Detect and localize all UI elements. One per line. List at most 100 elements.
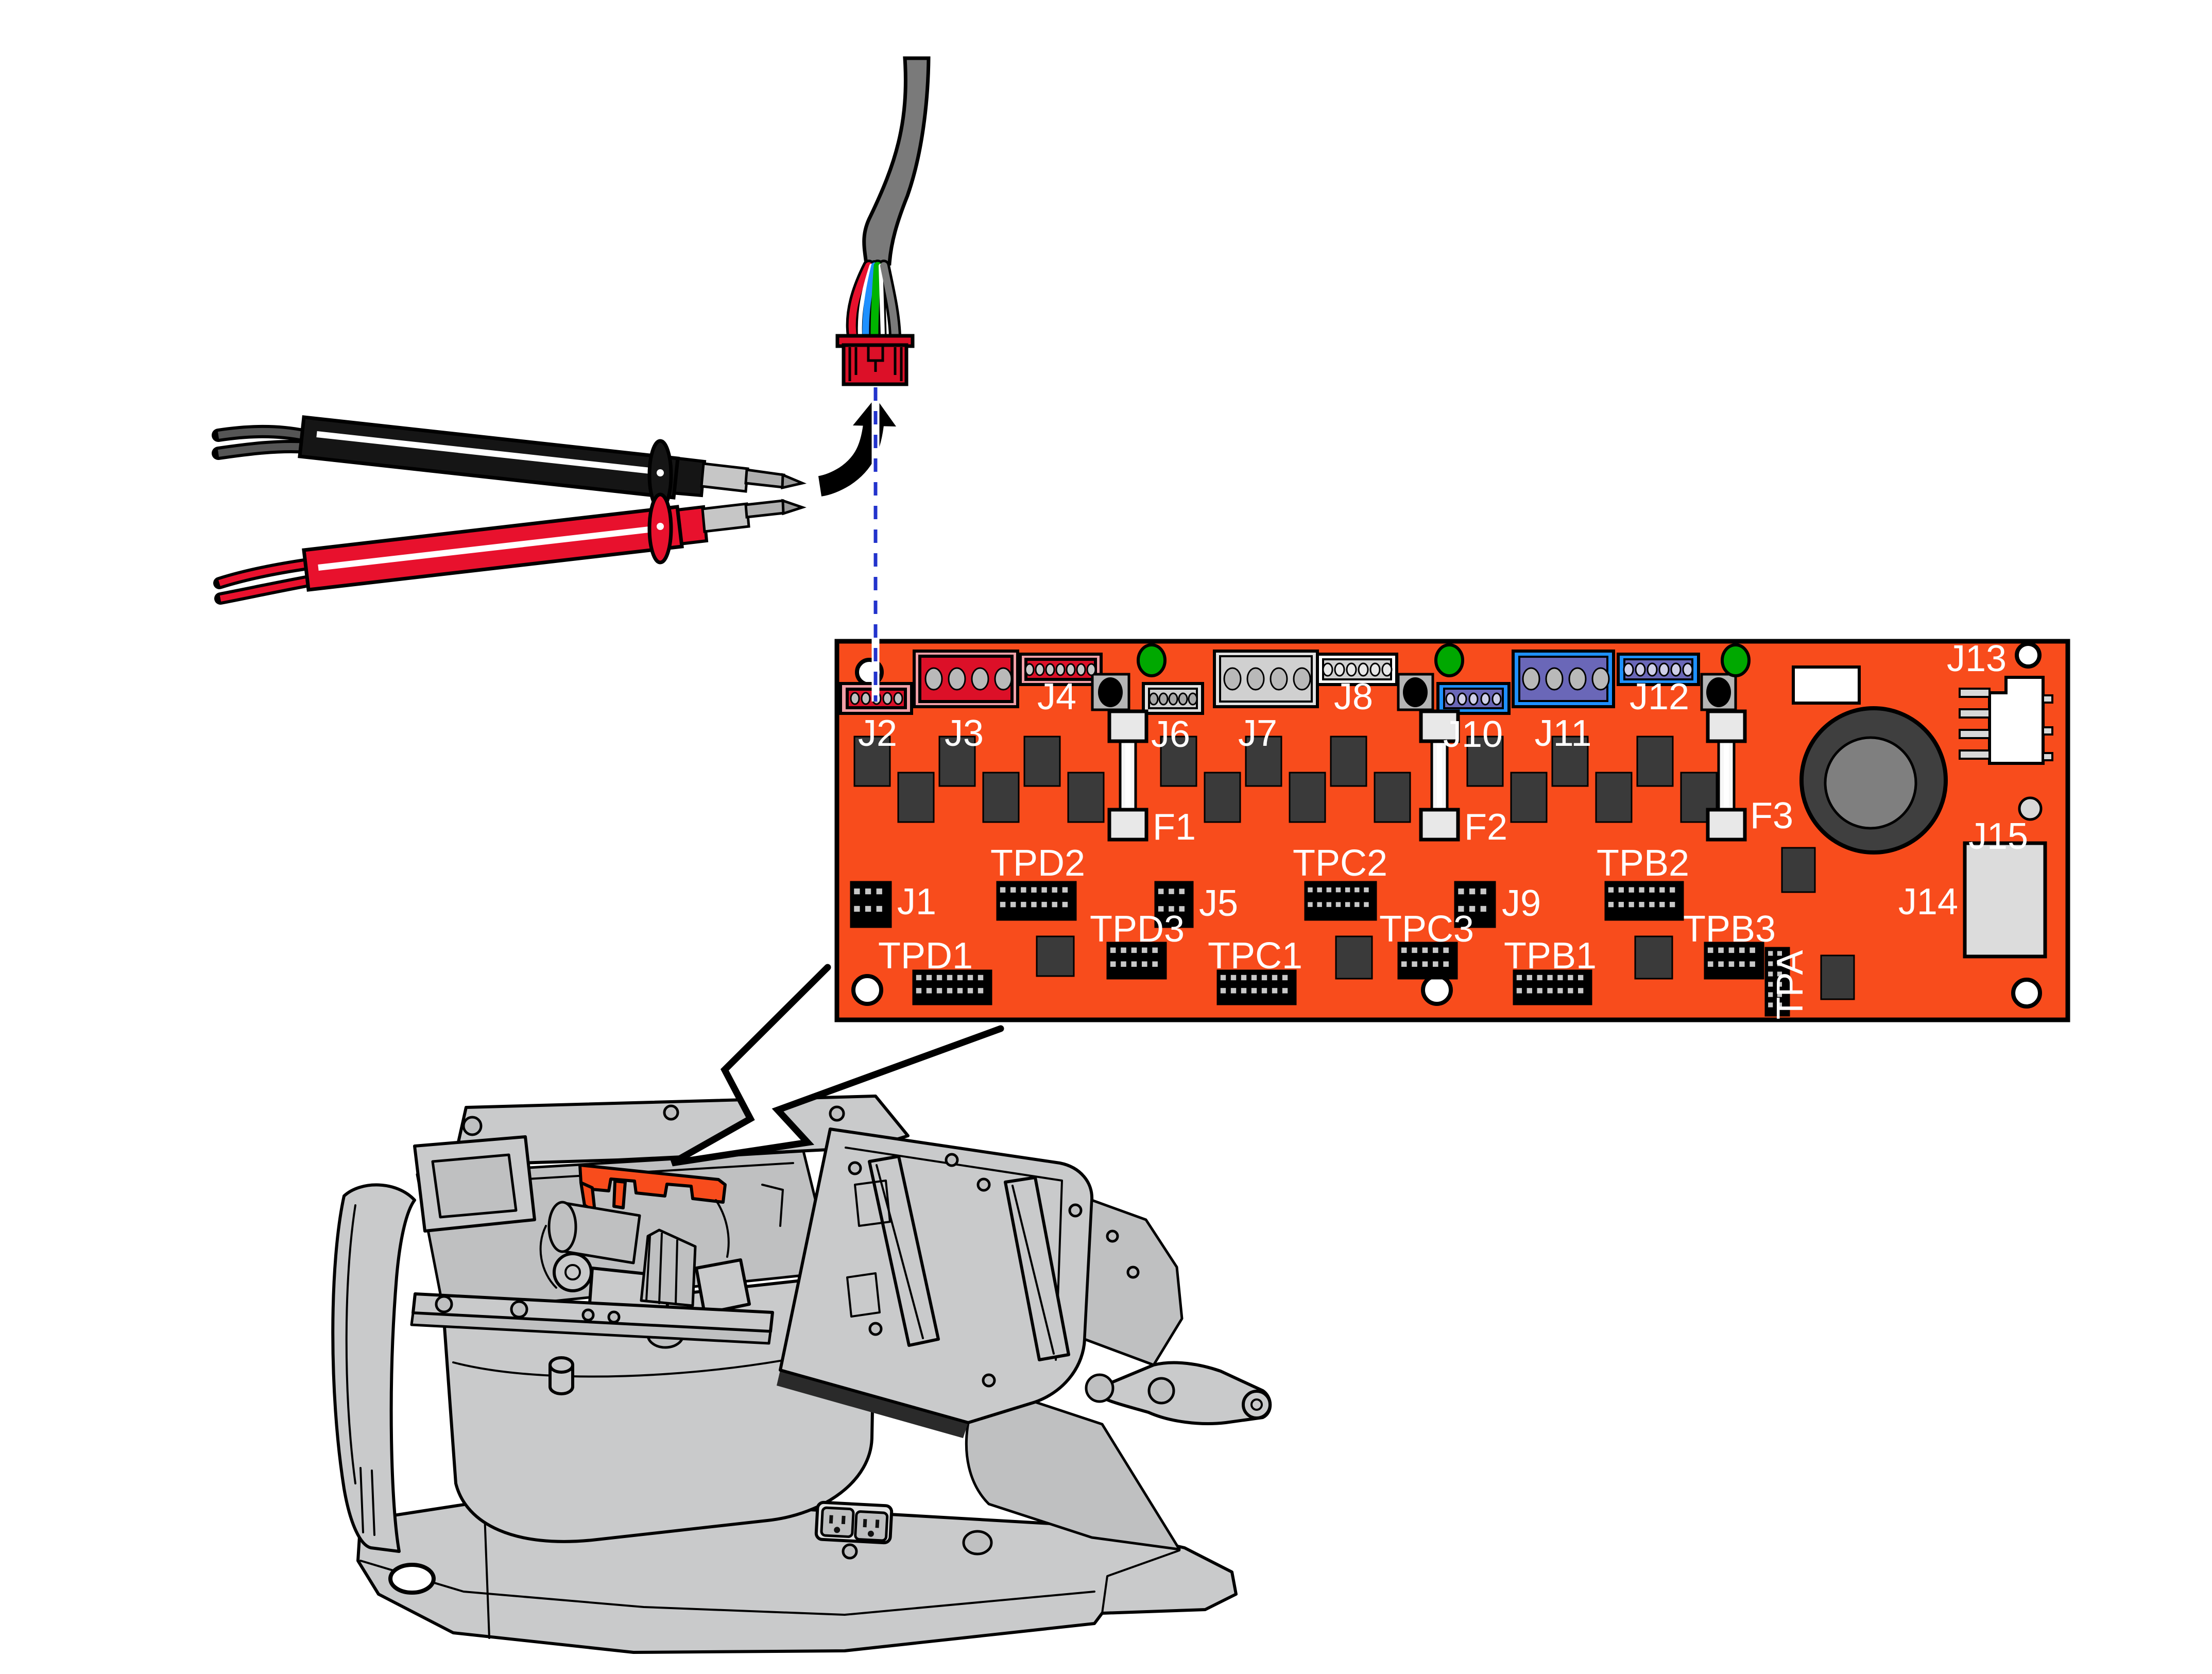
connector-pin	[893, 692, 903, 705]
connector-pin	[882, 692, 893, 705]
red-probe-needle	[744, 499, 785, 519]
red-probe-guard-dot	[657, 523, 664, 530]
header-pin	[936, 975, 942, 981]
header-pin	[1317, 887, 1322, 893]
label-j4: J4	[1037, 676, 1076, 718]
label-tpb2: TPB2	[1597, 843, 1689, 884]
connector-pin	[1322, 662, 1333, 677]
header-pin	[1516, 975, 1522, 981]
component	[1335, 935, 1373, 980]
black-probe-lead-core	[218, 442, 307, 457]
header-pin	[1220, 988, 1226, 994]
black-probe	[212, 415, 807, 511]
label-tpb3: TPB3	[1683, 909, 1776, 950]
fuse-cap	[1419, 709, 1460, 743]
connector-pin	[1178, 692, 1188, 706]
label-tpc2: TPC2	[1293, 843, 1387, 884]
header-pin	[1639, 887, 1644, 893]
motor-gear	[553, 1252, 593, 1292]
header-pin	[1432, 947, 1438, 953]
label-j2: J2	[858, 713, 897, 754]
platen-shadow	[777, 1370, 968, 1438]
header-pin	[1639, 901, 1644, 908]
header-pin	[1750, 961, 1755, 967]
platen-detail-plates	[846, 1180, 891, 1318]
header-pin	[1158, 889, 1164, 894]
arm-end-ring	[1242, 1390, 1272, 1420]
connector-pin	[1346, 662, 1357, 677]
header-pin	[1308, 902, 1313, 907]
header-pin	[1707, 961, 1713, 967]
header-pin	[1707, 947, 1713, 953]
label-tpa: TPA	[1770, 950, 1811, 1020]
wire-red	[848, 262, 872, 339]
wire-blue	[862, 262, 878, 339]
header-pin	[1251, 988, 1257, 994]
connector-pin	[1545, 667, 1564, 691]
fuse-cap	[1107, 709, 1148, 743]
smd-component	[1330, 736, 1367, 787]
header-pin	[1041, 901, 1047, 908]
speaker-cone	[1824, 736, 1917, 830]
socket-slot	[841, 1515, 846, 1525]
connector-pin	[994, 667, 1013, 691]
connector-pin	[1491, 692, 1502, 706]
header-pin	[1777, 971, 1782, 977]
header-pin	[1649, 887, 1655, 893]
cone-gear	[640, 1228, 697, 1307]
header-pin	[1537, 988, 1542, 994]
test-point-headers	[850, 881, 1790, 1017]
mounting-hole	[2011, 978, 2042, 1009]
label-j9: J9	[1502, 883, 1541, 924]
header-pin	[1010, 901, 1016, 908]
component	[1634, 935, 1673, 980]
connector-pin	[1223, 667, 1242, 691]
connector-pin	[1682, 662, 1693, 677]
header-pin	[1062, 901, 1068, 908]
connector-pin	[1246, 667, 1265, 691]
connector-pin	[1086, 663, 1096, 676]
connector-pin	[1045, 663, 1055, 676]
header-pin	[1777, 961, 1782, 966]
header-pin	[1547, 975, 1553, 981]
header-pin	[1220, 975, 1226, 981]
connector-pin	[1468, 692, 1479, 706]
connector-pin	[1381, 662, 1393, 677]
smd-component	[1160, 736, 1197, 787]
connector-pin	[850, 692, 860, 705]
header-pin	[936, 988, 942, 994]
red-probe-lead-core	[219, 578, 310, 602]
fuses	[1107, 709, 1747, 842]
header-pin	[1021, 887, 1026, 893]
smd-component	[897, 772, 935, 823]
black-probe-point	[781, 473, 807, 490]
header-pin	[1557, 988, 1563, 994]
header-pin	[1251, 975, 1257, 981]
smd-component	[938, 736, 976, 787]
header-pin	[1354, 887, 1360, 893]
paper-tray-cavity	[431, 1153, 518, 1219]
black-probe-needle	[744, 468, 785, 489]
header-pin	[1422, 961, 1428, 967]
smd-component	[1289, 772, 1326, 823]
header-pin	[1000, 901, 1006, 908]
black-probe-tip-barrel	[700, 462, 749, 493]
left-fender-lines	[345, 1204, 375, 1536]
header-pin	[1618, 887, 1624, 893]
connector-pin	[1148, 692, 1159, 706]
connector-pin	[1480, 692, 1490, 706]
header-pin	[916, 975, 922, 981]
connector-pin	[924, 667, 943, 691]
component	[1036, 935, 1075, 977]
header-pin	[1158, 906, 1164, 912]
mounting-hole	[851, 974, 883, 1006]
pcb-labels: J2 J3 J4 J6 J7 J8 J10 J11 J12 F1 F2 F3 T…	[858, 638, 2028, 1019]
connector-pin	[1658, 662, 1670, 677]
header-pin	[1131, 947, 1137, 953]
top-panel-screw	[829, 1105, 845, 1122]
header-pin	[1728, 961, 1735, 967]
header-pin	[1527, 988, 1532, 994]
header-pin	[1335, 887, 1341, 893]
connector-pin	[1334, 662, 1345, 677]
header-pin	[1557, 975, 1563, 981]
